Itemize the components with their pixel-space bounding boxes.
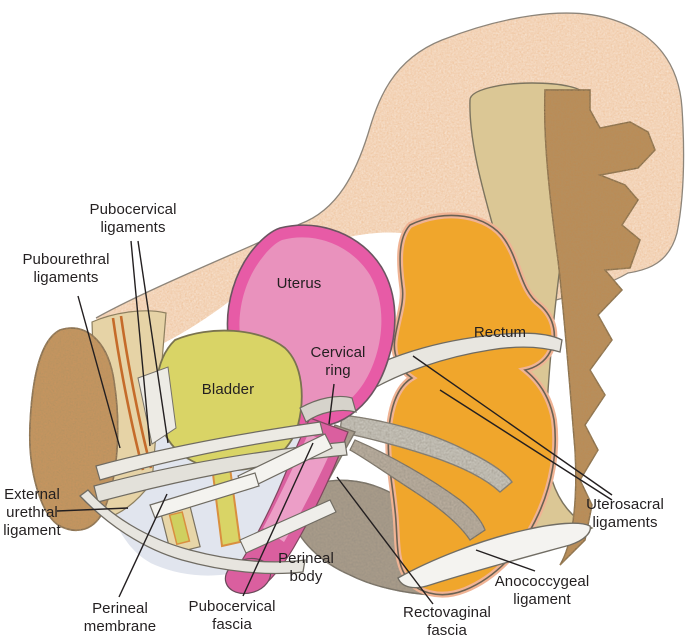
leader-pubocervical-fascia [242,442,314,597]
pubocervical-fascia-strip-2 [149,472,260,519]
pubocervical-fascia-strip-3 [239,499,337,554]
anococcygeal-ligament-shape [397,522,592,589]
label-pubocervical-ligaments: Pubocervical ligaments [89,201,177,236]
pelvic-cavity-outline [95,12,685,319]
cervical-ring-shape [299,395,357,423]
label-uterus: Uterus [276,275,322,292]
external-urethral-ligament-shape [79,489,306,575]
leader-perineal-membrane [118,493,168,598]
label-anococcygeal-ligament: Anococcygeal ligament [494,573,590,608]
arcus-tendineus-band-1 [95,421,324,481]
label-external-urethral-ligament: External urethral ligament [3,486,61,539]
leader-uterosacral-ligaments-1 [412,355,613,496]
label-perineal-body: Perineal body [278,550,334,585]
leader-pubocervical-ligaments-2 [137,240,169,444]
leader-rectovaginal-fascia [336,476,434,605]
label-pubocervical-fascia: Pubocervical fascia [188,598,276,633]
label-rectum: Rectum [473,324,527,341]
uterosacral-ligament-lower [339,414,513,493]
leader-uterosacral-ligaments-2 [439,389,613,501]
leader-cervical-ring [328,383,335,425]
sacral-nerve-shape [543,89,656,566]
pubic-bone-shape [28,327,119,532]
leader-external-urethral-ligament [56,507,129,512]
label-bladder: Bladder [201,381,255,398]
label-cervical-ring: Cervical ring [310,344,366,379]
label-perineal-membrane: Perineal membrane [83,600,157,635]
leader-anococcygeal-ligament [475,549,536,572]
leader-pubourethral-ligaments [77,295,121,449]
label-pubourethral-ligaments: Pubourethral ligaments [22,251,110,286]
label-uterosacral-ligaments: Uterosacral ligaments [586,496,664,531]
leader-pubocervical-ligaments-1 [130,240,151,447]
rectovaginal-fascia-extension [349,439,486,541]
label-rectovaginal-fascia: Rectovaginal fascia [403,604,491,639]
